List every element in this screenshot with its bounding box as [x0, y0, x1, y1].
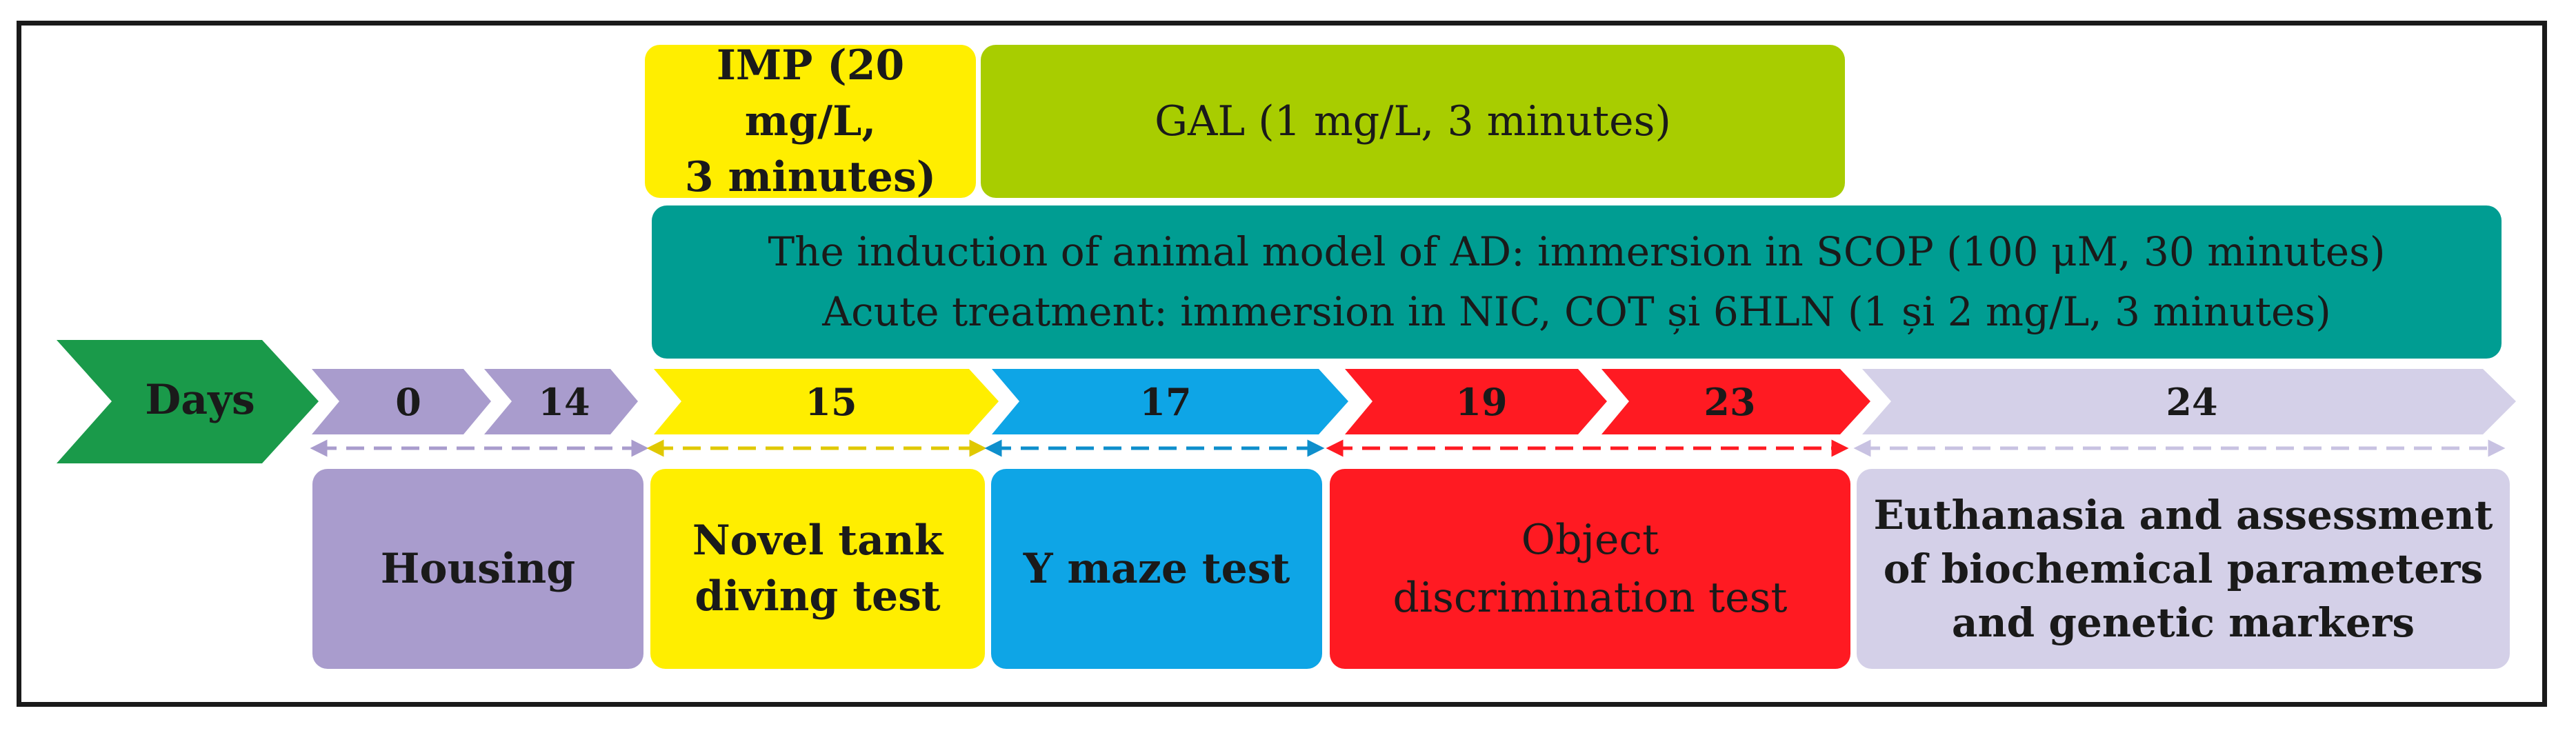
object-line-1: Object — [1521, 516, 1659, 564]
imp-treatment-box: IMP (20 mg/L, 3 minutes) — [645, 41, 976, 201]
day-19-label: 19 — [1455, 380, 1507, 424]
days-label: Days — [145, 376, 255, 424]
y-maze-box: Y maze test — [991, 469, 1322, 669]
euthanasia-assessment-box: Euthanasia and assessment of biochemical… — [1857, 469, 2510, 669]
day-14-label: 14 — [538, 380, 590, 424]
novel-tank-line-1: Novel tank — [692, 516, 943, 565]
gal-treatment-box: GAL (1 mg/L, 3 minutes) — [981, 45, 1845, 198]
ad-model-box: The induction of animal model of AD: imm… — [652, 205, 2502, 359]
day-15-chevron — [654, 369, 999, 434]
housing-box: Housing — [312, 469, 643, 669]
day-24-label: 24 — [2166, 380, 2217, 424]
ad-model-line-1: The induction of animal model of AD: imm… — [768, 228, 2386, 275]
day-23-label: 23 — [1704, 380, 1755, 424]
gal-label: GAL (1 mg/L, 3 minutes) — [1155, 97, 1671, 145]
y-maze-label: Y maze test — [1023, 545, 1290, 593]
final-line-1: Euthanasia and assessment — [1873, 491, 2493, 539]
ad-model-line-2: Acute treatment: immersion in NIC, COT ș… — [822, 288, 2331, 335]
imp-line-2: 3 minutes) — [684, 152, 937, 201]
final-line-2: of biochemical parameters — [1883, 545, 2484, 592]
object-discrimination-box: Object discrimination test — [1330, 469, 1850, 669]
object-line-2: discrimination test — [1392, 574, 1788, 622]
day-17-chevron — [992, 369, 1348, 434]
day-19-chevron — [1345, 369, 1607, 434]
day-17-label: 17 — [1139, 380, 1191, 424]
housing-label: Housing — [380, 545, 576, 593]
imp-line-1: IMP (20 mg/L, — [716, 41, 905, 145]
day-15-label: 15 — [805, 380, 857, 424]
novel-tank-box: Novel tank diving test — [650, 469, 985, 669]
novel-tank-line-2: diving test — [695, 572, 941, 621]
day-23-chevron — [1601, 369, 1870, 434]
final-line-3: and genetic markers — [1951, 599, 2415, 647]
day-0-chevron — [312, 369, 491, 434]
days-arrow — [57, 340, 319, 463]
day-24-chevron — [1862, 369, 2516, 434]
day-14-chevron — [484, 369, 638, 434]
day-0-label: 0 — [395, 380, 421, 424]
